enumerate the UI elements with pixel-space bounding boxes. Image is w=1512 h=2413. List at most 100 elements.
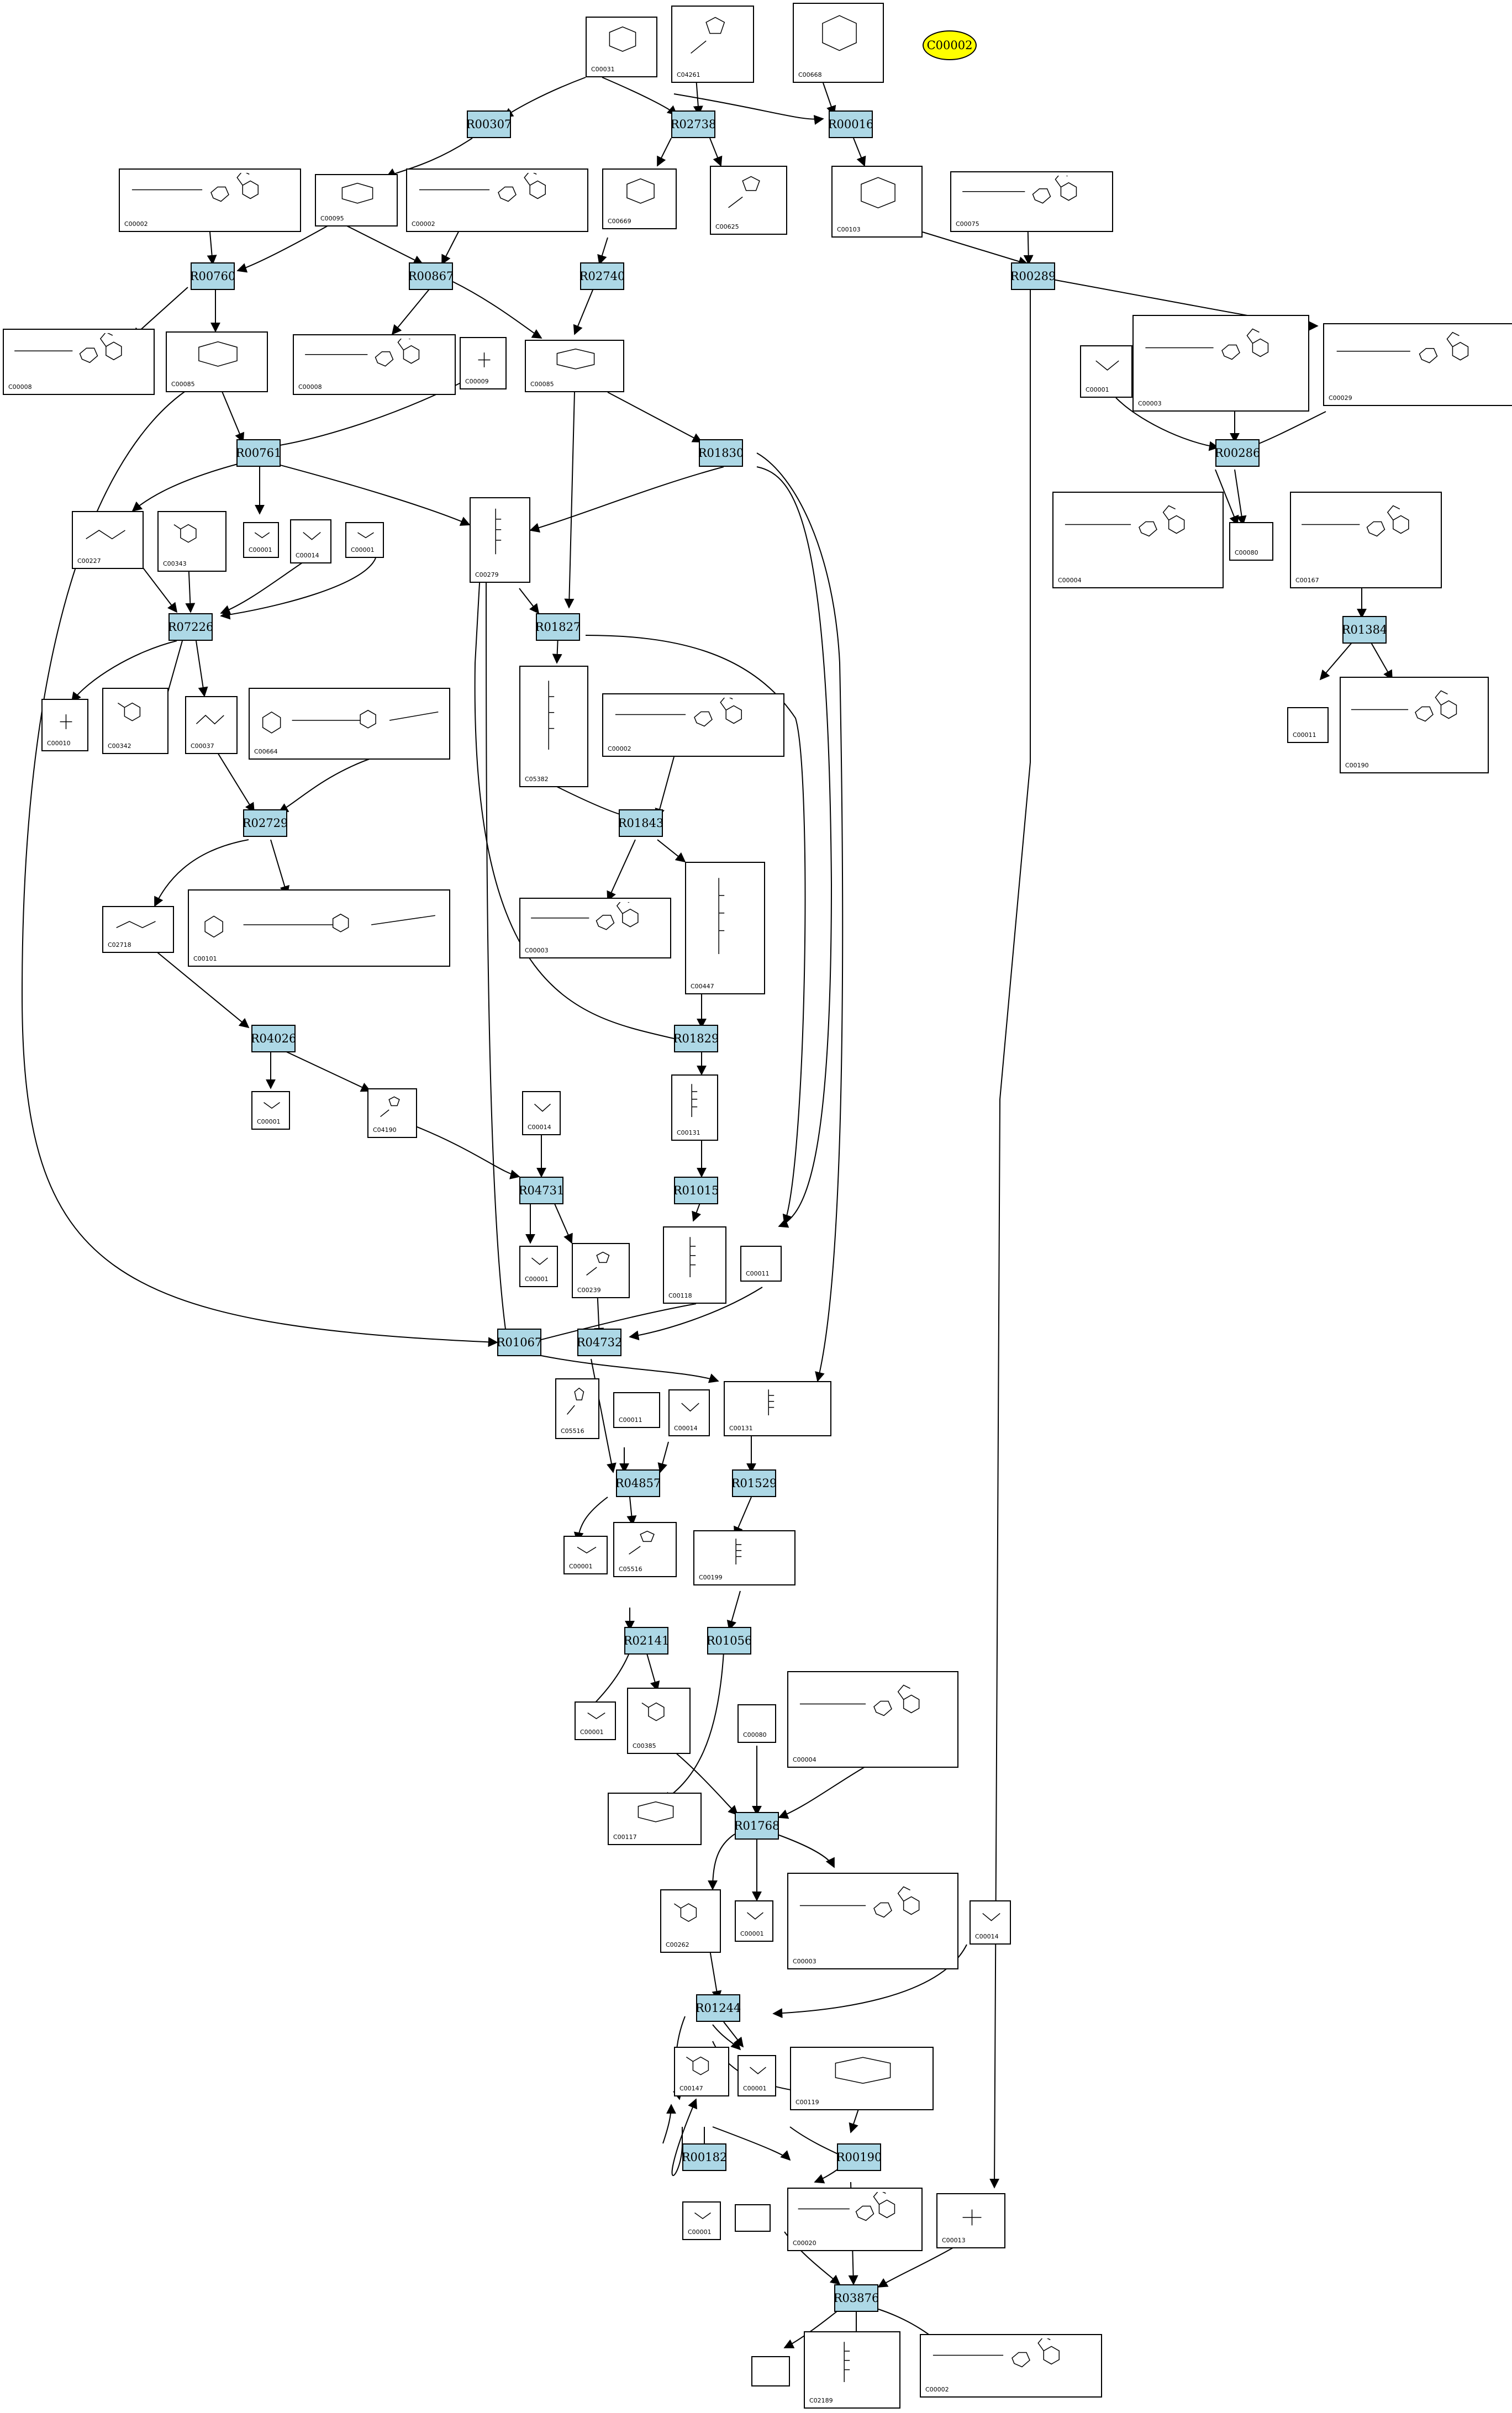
compound-node-c00147[interactable]: C00147 xyxy=(674,2047,729,2096)
reaction-node-r01830[interactable]: R01830 xyxy=(698,439,744,467)
reaction-node-r00016[interactable]: R00016 xyxy=(828,110,873,138)
compound-node-c00085[interactable]: C00085 xyxy=(166,331,268,392)
compound-node-c00095[interactable]: C00095 xyxy=(315,174,398,226)
reaction-node-r00182[interactable]: R00182 xyxy=(682,2143,727,2171)
reaction-node-r02141[interactable]: R02141 xyxy=(624,1627,669,1655)
reaction-node-r00307[interactable]: R00307 xyxy=(466,110,512,138)
compound-node-c00009[interactable]: C00009 xyxy=(460,337,507,389)
compound-node-c05382[interactable]: C05382 xyxy=(519,666,588,787)
compound-node-c00227[interactable]: C00227 xyxy=(72,511,144,569)
compound-node-c00199[interactable]: C00199 xyxy=(693,1530,795,1585)
compound-node-c00003[interactable]: C00003 xyxy=(519,898,671,958)
compound-node-c00117[interactable]: C00117 xyxy=(608,1793,702,1845)
compound-node-c00008[interactable]: C00008 xyxy=(3,329,155,395)
compound-node-c05516[interactable]: C05516 xyxy=(555,1378,599,1439)
reaction-node-r01529[interactable]: R01529 xyxy=(731,1469,777,1497)
compound-node-c00003[interactable]: C00003 xyxy=(1132,315,1309,412)
compound-node-c00002[interactable]: C00002 xyxy=(406,168,588,232)
compound-node-c00001[interactable]: C00001 xyxy=(575,1701,616,1740)
reaction-node-r00190[interactable]: R00190 xyxy=(836,2143,882,2171)
compound-node-c00343[interactable]: C00343 xyxy=(157,511,226,572)
compound-node-c00239[interactable]: C00239 xyxy=(572,1243,630,1298)
compound-node-c00669[interactable]: C00669 xyxy=(602,168,677,229)
compound-node-c00020[interactable]: C00020 xyxy=(787,2188,923,2251)
compound-node-c00279[interactable]: C00279 xyxy=(470,497,530,583)
compound-node-c00668[interactable]: C00668 xyxy=(793,3,884,83)
reaction-node-r02740[interactable]: R02740 xyxy=(579,262,625,290)
compound-node-c00001[interactable]: C00001 xyxy=(563,1536,608,1574)
reaction-node-r00760[interactable]: R00760 xyxy=(190,262,235,290)
highlight-node[interactable]: C00002 xyxy=(923,30,977,60)
reaction-node-r00761[interactable]: R00761 xyxy=(236,439,281,467)
compound-node-c00190[interactable]: C00190 xyxy=(1340,677,1489,773)
reaction-node-r01829[interactable]: R01829 xyxy=(673,1025,719,1052)
compound-node-c00031[interactable]: C00031 xyxy=(586,17,657,77)
compound-node-c00001[interactable]: C00001 xyxy=(682,2201,721,2240)
compound-node-c04190[interactable]: C04190 xyxy=(367,1088,417,1138)
compound-node-c02718[interactable]: C02718 xyxy=(102,906,174,953)
empty-compound-node[interactable] xyxy=(751,2356,790,2386)
compound-node-c00101[interactable]: C00101 xyxy=(188,889,450,967)
reaction-node-r00867[interactable]: R00867 xyxy=(408,262,454,290)
compound-node-c00002[interactable]: C00002 xyxy=(920,2334,1102,2398)
reaction-node-r02729[interactable]: R02729 xyxy=(243,809,288,837)
reaction-node-r01768[interactable]: R01768 xyxy=(734,1812,779,1840)
reaction-node-r00286[interactable]: R00286 xyxy=(1215,439,1260,467)
compound-node-c00029[interactable]: C00029 xyxy=(1323,323,1512,406)
reaction-node-r04731[interactable]: R04731 xyxy=(519,1177,564,1204)
reaction-node-r04732[interactable]: R04732 xyxy=(577,1329,622,1356)
compound-node-c00003[interactable]: C00003 xyxy=(787,1873,958,1969)
reaction-node-r04026[interactable]: R04026 xyxy=(251,1025,296,1052)
compound-node-c00004[interactable]: C00004 xyxy=(1052,492,1224,588)
compound-node-c00011[interactable]: C00011 xyxy=(740,1246,782,1282)
compound-node-c00103[interactable]: C00103 xyxy=(831,166,923,238)
compound-node-c00011[interactable]: C00011 xyxy=(1287,707,1329,743)
reaction-node-r03876[interactable]: R03876 xyxy=(834,2284,879,2312)
compound-node-c00085[interactable]: C00085 xyxy=(525,340,624,392)
reaction-node-r01827[interactable]: R01827 xyxy=(535,613,581,641)
compound-node-c00002[interactable]: C00002 xyxy=(602,693,784,757)
compound-node-c00037[interactable]: C00037 xyxy=(185,696,238,754)
compound-node-c00080[interactable]: C00080 xyxy=(1229,522,1273,561)
compound-node-c00013[interactable]: C00013 xyxy=(936,2193,1005,2248)
compound-node-c05516[interactable]: C05516 xyxy=(613,1522,677,1577)
reaction-node-r01843[interactable]: R01843 xyxy=(618,809,663,837)
reaction-node-r00289[interactable]: R00289 xyxy=(1010,262,1056,290)
reaction-node-r01056[interactable]: R01056 xyxy=(707,1627,752,1655)
compound-node-c00080[interactable]: C00080 xyxy=(737,1704,776,1743)
compound-node-c00625[interactable]: C00625 xyxy=(710,166,787,235)
compound-node-c04261[interactable]: C04261 xyxy=(671,6,754,83)
reaction-node-r01384[interactable]: R01384 xyxy=(1342,616,1387,644)
compound-node-c00131[interactable]: C00131 xyxy=(671,1074,718,1141)
compound-node-c00664[interactable]: C00664 xyxy=(249,688,450,760)
compound-node-c00014[interactable]: C00014 xyxy=(290,519,331,563)
compound-node-c00447[interactable]: C00447 xyxy=(685,862,765,994)
compound-node-c00001[interactable]: C00001 xyxy=(251,1091,290,1130)
compound-node-c00118[interactable]: C00118 xyxy=(663,1226,726,1304)
compound-node-c02189[interactable]: C02189 xyxy=(804,2331,900,2409)
compound-node-c00075[interactable]: C00075 xyxy=(950,171,1113,232)
reaction-node-r04857[interactable]: R04857 xyxy=(615,1469,661,1497)
compound-node-c00011[interactable]: C00011 xyxy=(613,1392,660,1428)
compound-node-c00385[interactable]: C00385 xyxy=(627,1688,691,1754)
reaction-node-r01244[interactable]: R01244 xyxy=(696,1994,741,2022)
compound-node-c00119[interactable]: C00119 xyxy=(790,2047,934,2110)
compound-node-c00001[interactable]: C00001 xyxy=(243,522,279,558)
compound-node-c00342[interactable]: C00342 xyxy=(102,688,168,754)
compound-node-c00002[interactable]: C00002 xyxy=(119,168,301,232)
compound-node-c00014[interactable]: C00014 xyxy=(668,1389,710,1436)
compound-node-c00001[interactable]: C00001 xyxy=(345,522,384,558)
compound-node-c00001[interactable]: C00001 xyxy=(519,1246,558,1287)
compound-node-c00014[interactable]: C00014 xyxy=(970,1900,1011,1945)
reaction-node-r01015[interactable]: R01015 xyxy=(673,1177,719,1204)
reaction-node-r07226[interactable]: R07226 xyxy=(168,613,213,641)
reaction-node-r01067[interactable]: R01067 xyxy=(497,1329,542,1356)
compound-node-c00004[interactable]: C00004 xyxy=(787,1671,958,1768)
compound-node-c00008[interactable]: C00008 xyxy=(293,334,456,395)
reaction-node-r02738[interactable]: R02738 xyxy=(671,110,716,138)
compound-node-c00131[interactable]: C00131 xyxy=(724,1381,831,1436)
compound-node-c00010[interactable]: C00010 xyxy=(41,699,88,751)
compound-node-c00262[interactable]: C00262 xyxy=(660,1889,721,1953)
compound-node-c00014[interactable]: C00014 xyxy=(522,1091,561,1135)
compound-node-c00001[interactable]: C00001 xyxy=(1080,345,1132,398)
